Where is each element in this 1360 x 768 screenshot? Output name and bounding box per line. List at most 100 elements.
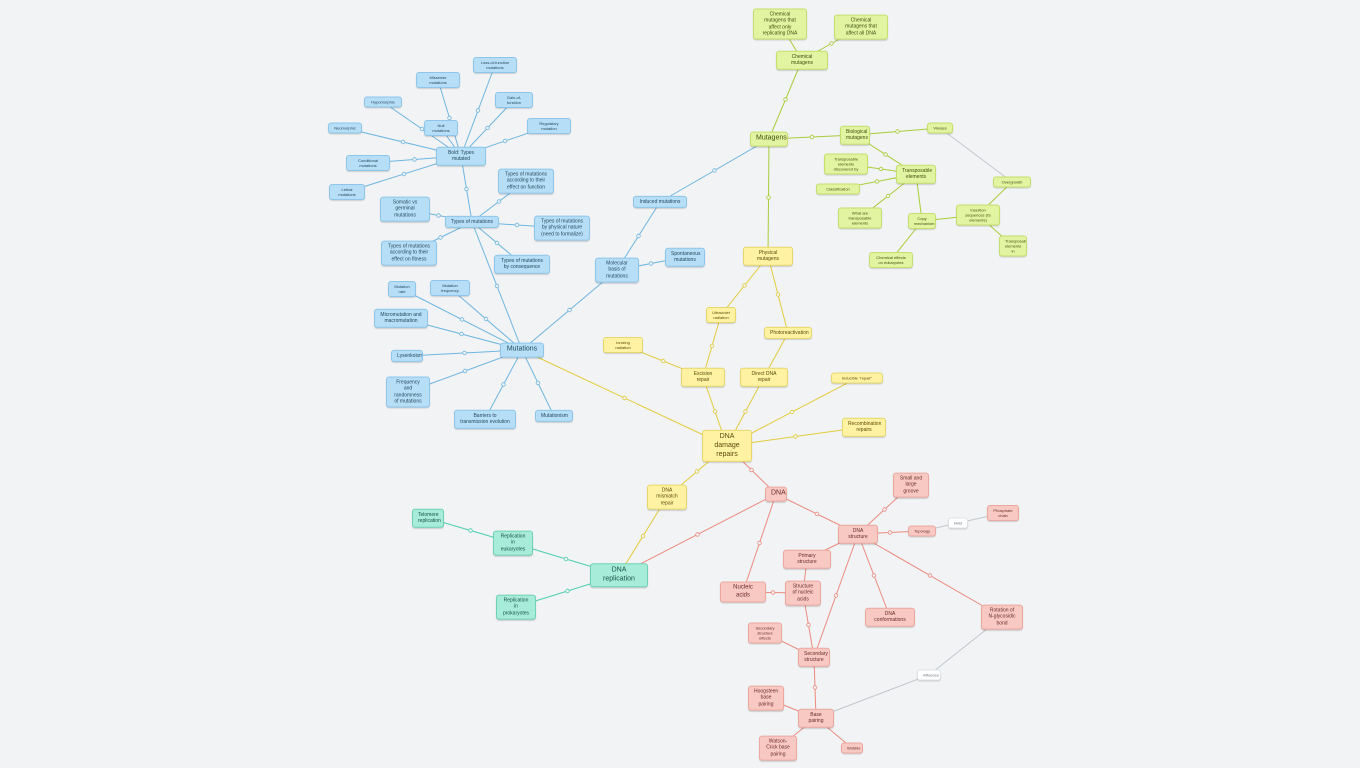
topic-glycosidic-bond[interactable]: Rotation of N-glycosidic bond (981, 604, 1023, 630)
subtopic-5[interactable]: Null mutations (424, 120, 458, 136)
topic-photoreactivation[interactable]: Photoreactivation (764, 326, 812, 340)
topic-dna-replication[interactable]: DNA replication (590, 563, 648, 587)
subtopic-transposon-info[interactable]: Transposable elements discovered by (824, 153, 868, 175)
topic-types-function[interactable]: Types of mutations according to their ef… (498, 168, 554, 194)
subtopic-4[interactable]: Hypomorphic (364, 96, 402, 108)
connector-dot-bold-types-small-7 (400, 139, 406, 145)
topic-molecular-basis[interactable]: Molecular basis of mutations (595, 257, 639, 283)
topic-transposable-elements[interactable]: Transposable elements (896, 164, 936, 184)
topic-induced-mutations[interactable]: Induced mutations (633, 195, 687, 209)
connector-mutations-types (471, 221, 523, 351)
topic-mutation-frequency[interactable]: Mutation frequency (430, 280, 470, 296)
topic-recombination-repairs[interactable]: Recombination repairs (842, 417, 886, 437)
subtopic-3[interactable]: Gain-of-function (495, 92, 533, 108)
topic-uv-radiation[interactable]: Ultraviolet radiation (706, 307, 736, 323)
topic-barriers[interactable]: Barriers to transmission evolution (454, 409, 516, 429)
topic-chemical-mutagens[interactable]: Chemical mutagens (776, 50, 828, 70)
connector-dot-structure-nucleic-nucleic-acids (770, 590, 776, 595)
topic-mutations[interactable]: Mutations (500, 342, 544, 358)
topic-mutagens[interactable]: Mutagens (750, 131, 788, 147)
connector-dot-bold-types-small-9 (401, 171, 407, 177)
floating-label-twist[interactable]: twist (948, 517, 968, 529)
topic-physical-mutagens[interactable]: Physical mutagens (743, 246, 793, 266)
subtopic-9[interactable]: Lethal mutations (329, 184, 365, 200)
topic-frequency-randomness[interactable]: Frequency and randomness of mutations (386, 376, 430, 408)
connector-dot-dna-structure-topologies (887, 530, 893, 535)
connector-dot-biological-transposable (883, 152, 888, 157)
topic-small-large-groove[interactable]: Small and large groove (893, 472, 929, 498)
topic-chem-replicating-dna[interactable]: Chemical mutagens that affect only repli… (753, 8, 807, 40)
subtopic-transposons-bacteria[interactable]: What are transposable elements (838, 207, 882, 229)
topic-primary-structure[interactable]: Primary structure (783, 549, 831, 569)
topic-nucleic-acids[interactable]: Nucleic acids (720, 581, 766, 603)
topic-secondary-structure[interactable]: Secondary structure (798, 647, 830, 667)
topic-hoogsteen[interactable]: Hoogsteen base pairing (748, 685, 784, 711)
topic-inducible-repair[interactable]: Inducible "repair" (831, 372, 883, 384)
topic-types-of-mutations[interactable]: Types of mutations (445, 215, 499, 229)
connector-viruses-gene-transfer (939, 127, 1013, 183)
topic-types-fitness[interactable]: Types of mutations according to their ef… (381, 240, 437, 266)
subtopic-2[interactable]: Missense mutations (416, 72, 460, 88)
topic-ionizing-radiation[interactable]: Ionizing radiation (603, 337, 643, 353)
subtopic-copy-mechanism[interactable]: Copy mechanism (908, 213, 936, 229)
topic-biological-mutagens[interactable]: Biological mutagens (840, 125, 870, 145)
topic-topology[interactable]: Topology (908, 525, 936, 537)
topic-excision-repair[interactable]: Excision repair (681, 367, 725, 387)
topic-phosphate-chain[interactable]: Phosphate chain (987, 505, 1019, 521)
topic-dna-conformations[interactable]: DNA conformations (865, 607, 915, 627)
subtopic-1[interactable]: Loss-of-function mutations (473, 57, 517, 73)
connector-mutations-dna-damage (521, 349, 728, 447)
connector-dot-ionizing-excision-repair (660, 358, 666, 364)
topic-bold-types[interactable]: Bold: Types mutated (436, 146, 486, 166)
connector-dot-types-somatic-germinal (436, 213, 441, 218)
topic-telomere-replication[interactable]: Telomere replication (412, 508, 444, 528)
connector-dot-transposable-transposons-bacteria (885, 193, 891, 199)
subtopic-is-elements[interactable]: Insertion sequences (IS elements) (956, 204, 1000, 226)
floating-label-influence[interactable]: influence (917, 669, 941, 681)
topic-dna-damage-repairs[interactable]: DNA damage repairs (702, 429, 752, 463)
connector-dot-mutations-barriers (501, 382, 506, 387)
topic-direct-dna-repair[interactable]: Direct DNA repair (740, 367, 788, 387)
connector-dna-structure-glycosidic (857, 533, 1003, 618)
subtopic-chemical-effects[interactable]: Chemical effects on eukaryotes (869, 252, 913, 268)
connector-dot-direct-repair-dna-damage (743, 409, 748, 414)
topic-wobble[interactable]: Wobble (841, 742, 863, 754)
connector-dot-mismatch-dna-replication (640, 533, 646, 539)
connector-dot-mutations-molecular-basis (567, 307, 572, 313)
connector-dot-bold-types-small-6 (502, 138, 508, 144)
topic-types-physical[interactable]: Types of mutations by physical nature (n… (534, 215, 590, 241)
subtopic-6[interactable]: Regulatory mutation (527, 118, 571, 134)
connector-dot-transposable-classification (874, 179, 880, 184)
topic-mutationism[interactable]: Mutationism (535, 409, 573, 423)
connector-dot-mutations-small-10 (459, 317, 465, 322)
topic-watson-crick[interactable]: Watson-Crick base pairing (759, 735, 797, 761)
topic-somatic-germinal[interactable]: Somatic vs germinal mutations (380, 196, 430, 222)
topic-structure-nucleic-acids[interactable]: Structure of nucleic acids (785, 580, 821, 606)
topic-types-consequence[interactable]: Types of mutations by consequence (494, 254, 550, 274)
topic-dna-mismatch-repair[interactable]: DNA mismatch repair (647, 484, 687, 510)
topic-chem-all-dna[interactable]: Chemical mutagens that affect all DNA (834, 14, 888, 40)
topic-dna-structure[interactable]: DNA structure (838, 524, 878, 544)
subtopic-transposable-in[interactable]: Transposable elements in (999, 235, 1027, 257)
topic-replication-prokaryotes[interactable]: Replication in prokaryotes (496, 594, 536, 620)
topic-lysenkoism[interactable]: Lysenkoism (391, 349, 423, 363)
topic-viruses[interactable]: Viruses (927, 122, 953, 134)
connector-bold-types-small-2 (437, 79, 462, 157)
connector-physical-photoreactivation (767, 255, 789, 334)
connector-dot-excision-repair-dna-damage (712, 409, 718, 414)
topic-dna[interactable]: DNA (765, 486, 787, 502)
topic-spontaneous-mutations[interactable]: Spontaneous mutations (665, 247, 705, 267)
connector-mutagens-physical (767, 138, 770, 257)
connector-dot-physical-uv-radiation (742, 283, 747, 288)
subtopic-8[interactable]: Conditional mutations (346, 155, 390, 171)
connector-mutations-mutation-frequency (449, 287, 523, 351)
subtopic-overgrowth[interactable]: Overgrowth (993, 176, 1031, 188)
topic-base-pairing[interactable]: Base pairing (798, 708, 834, 728)
subtopic-7[interactable]: Neomorphic (328, 122, 362, 134)
subtopic-classification[interactable]: Classification (816, 183, 860, 195)
subtopic-10[interactable]: Mutation rate (388, 281, 416, 297)
topic-replication-eukaryotes[interactable]: Replication in eukaryotes (493, 530, 533, 556)
topic-secondary-effects[interactable]: Secondary structure effects (748, 622, 782, 644)
topic-micro-macro[interactable]: Micromutation and macromutation (374, 308, 428, 328)
